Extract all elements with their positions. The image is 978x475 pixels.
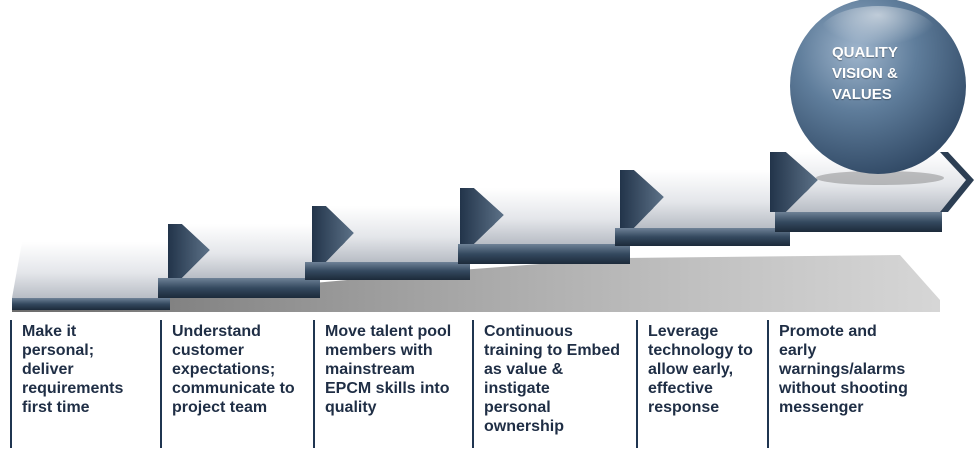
step-5-block xyxy=(615,170,818,246)
step-4-text: Continuous training to Embed as value & … xyxy=(484,323,620,435)
step-5-text: Leverage technology to allow early, effe… xyxy=(648,323,753,416)
step-2-block xyxy=(158,224,352,298)
step-2-divider xyxy=(160,320,162,448)
step-2-text: Understand customer expectations; commun… xyxy=(172,323,295,416)
step-1-text: Make it personal; deliver requirements f… xyxy=(22,323,124,416)
step-6-block xyxy=(770,152,974,232)
step-3-block xyxy=(305,206,503,280)
step-3-divider xyxy=(313,320,315,448)
step-3-text: Move talent pool members with mainstream… xyxy=(325,323,452,416)
step-6-text: Promote and early warnings/alarms withou… xyxy=(779,323,908,416)
goal-sphere xyxy=(790,0,966,185)
goal-label: QUALITY VISION & VALUES xyxy=(832,44,898,103)
step-5-divider xyxy=(636,320,638,448)
step-1-block xyxy=(12,242,178,310)
step-6-divider xyxy=(767,320,769,448)
step-1-divider xyxy=(10,320,12,448)
step-4-divider xyxy=(472,320,474,448)
